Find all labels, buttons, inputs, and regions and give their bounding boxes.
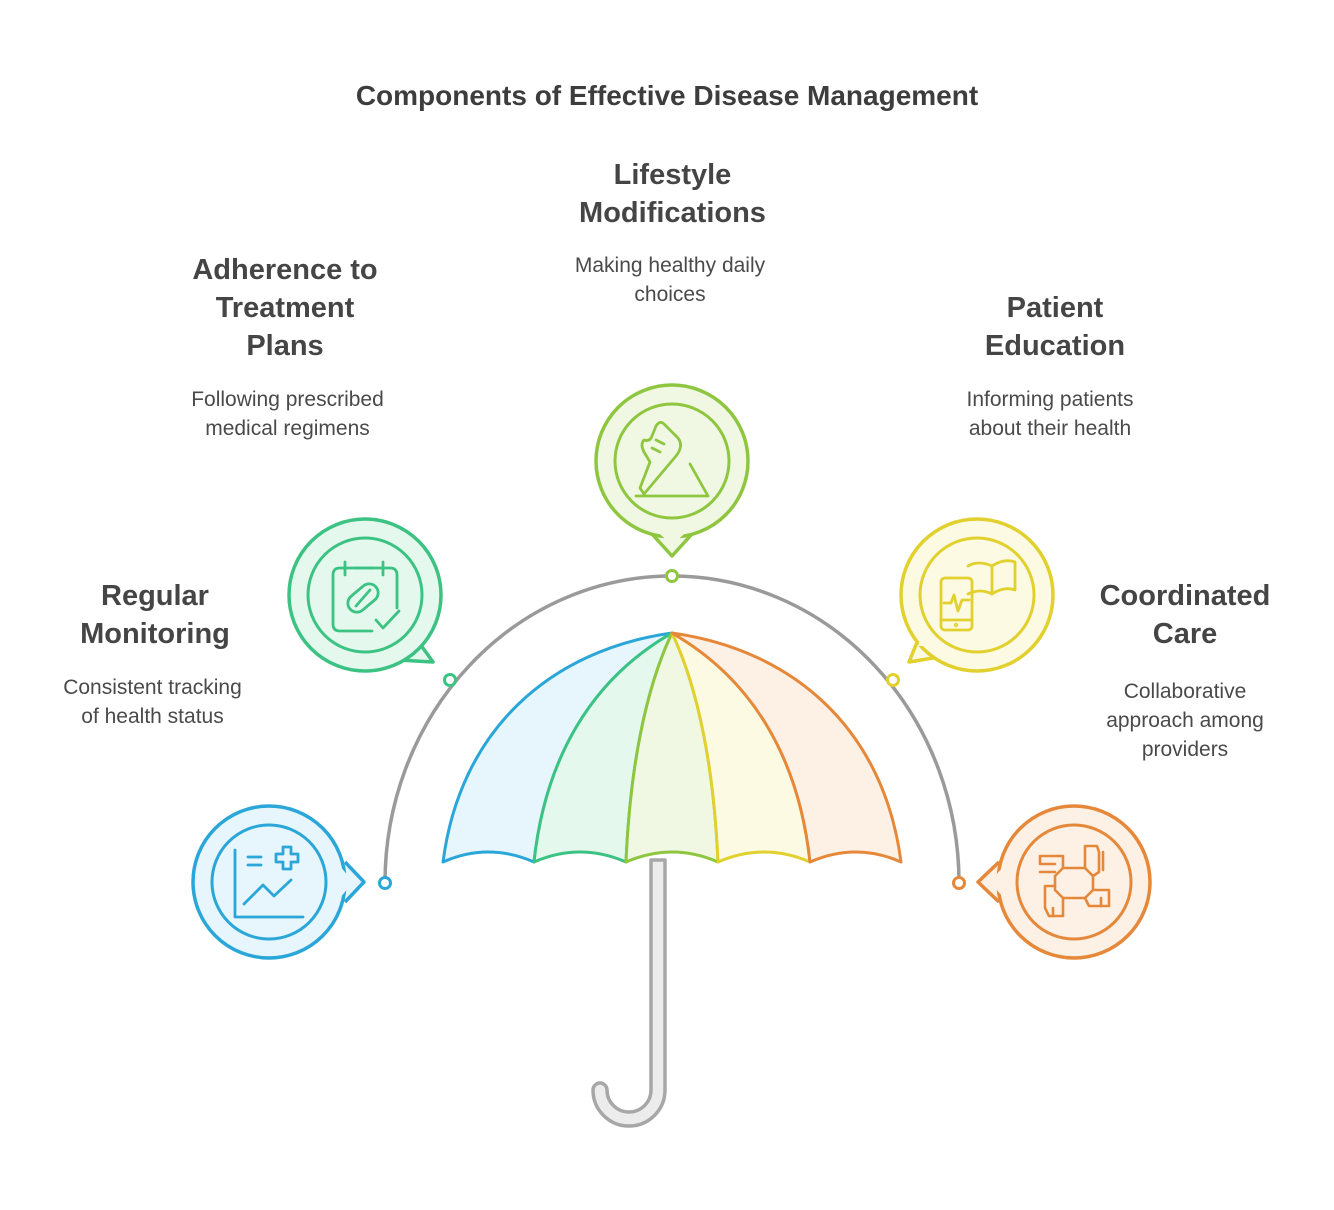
canopy-panel-orange <box>670 631 903 864</box>
umbrella-handle <box>591 858 667 1128</box>
heading-adherence: Adherence to Treatment Plans <box>192 254 378 362</box>
pill-calendar-icon <box>331 560 401 633</box>
bubble-coordinated-care <box>952 804 1152 960</box>
desc-adherence: Following prescribed medical regimens <box>191 388 384 440</box>
desc-lifestyle: Making healthy daily choices <box>574 254 766 306</box>
joined-hands-icon <box>1038 844 1111 918</box>
phone-book-icon <box>939 559 1017 632</box>
heading-lifestyle: Lifestyle Modifications <box>579 159 766 229</box>
desc-patient-education: Informing patients about their health <box>966 388 1134 440</box>
bubble-patient-education <box>886 517 1055 687</box>
diagram-title: Components of Effective Disease Manageme… <box>355 80 979 111</box>
heading-patient-education: Patient Education <box>984 292 1126 362</box>
bubble-adherence <box>287 517 457 687</box>
running-shoe-icon <box>634 421 710 498</box>
desc-regular-monitoring: Consistent tracking of health status <box>63 676 242 728</box>
desc-coordinated-care: Collaborative approach among providers <box>1106 680 1264 761</box>
heading-coordinated-care: Coordinated Care <box>1099 580 1271 650</box>
bubble-regular-monitoring <box>191 804 392 960</box>
health-chart-icon <box>233 845 305 919</box>
heading-regular-monitoring: Regular Monitoring <box>80 580 230 650</box>
bubble-lifestyle <box>594 383 750 583</box>
umbrella-canopy <box>441 631 903 864</box>
